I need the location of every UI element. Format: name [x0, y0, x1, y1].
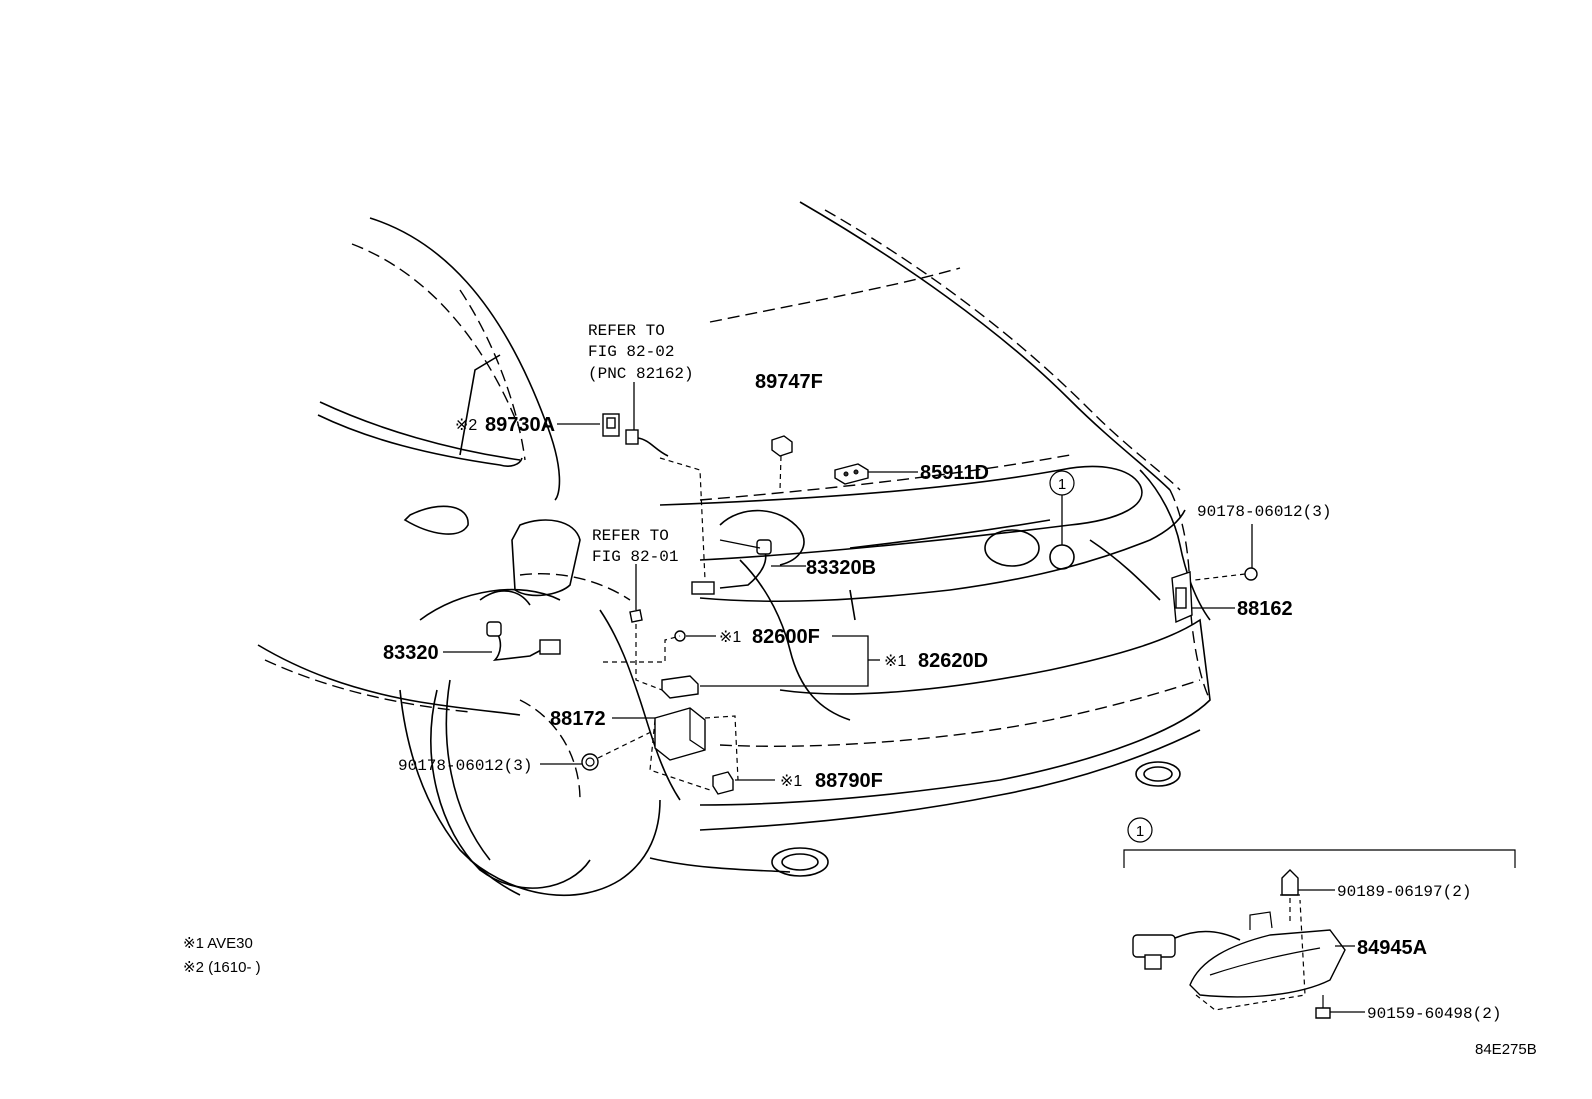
part-89747F-shape	[771, 435, 793, 457]
label-84945A[interactable]: 84945A	[1357, 937, 1427, 959]
label-82620D[interactable]: 82620D	[918, 650, 988, 672]
part-88172-shape	[654, 707, 706, 761]
label-90159[interactable]: 90159-60498(2)	[1367, 1005, 1501, 1023]
callout-detail-ref[interactable]: 1	[1049, 470, 1075, 496]
connector-82162-shape	[625, 429, 669, 457]
label-82620D-mark: ※1	[884, 653, 906, 670]
part-90178-right-shape	[1244, 567, 1258, 581]
callout-circle-shape	[1049, 544, 1075, 570]
part-83320B-shape	[691, 539, 772, 595]
label-82600F-mark: ※1	[719, 629, 741, 646]
part-84945A-shape	[1132, 911, 1346, 998]
label-88790F-mark: ※1	[780, 773, 802, 790]
figure-code: 84E275B	[1475, 1041, 1537, 1058]
label-83320B[interactable]: 83320B	[806, 557, 876, 579]
label-83320[interactable]: 83320	[383, 642, 439, 664]
nut-82-01-shape	[629, 609, 643, 623]
part-85911D-shape	[834, 463, 869, 485]
car-body-outline	[257, 201, 1211, 897]
label-89747F[interactable]: 89747F	[755, 371, 823, 393]
part-82620D-shape	[661, 675, 699, 699]
part-88162-shape	[1171, 571, 1193, 624]
label-85911D[interactable]: 85911D	[920, 462, 989, 484]
label-90178-right[interactable]: 90178-06012(3)	[1197, 503, 1331, 521]
note-date-range: ※2 (1610- )	[183, 959, 261, 976]
label-88790F[interactable]: 88790F	[815, 770, 883, 792]
refer-82-01-line2: FIG 82-01	[592, 548, 678, 566]
detail-frame	[1123, 849, 1516, 868]
note-ave30: ※1 AVE30	[183, 935, 253, 952]
refer-82-02-line1: REFER TO	[588, 322, 665, 340]
label-88162[interactable]: 88162	[1237, 598, 1293, 620]
part-90189-shape	[1280, 869, 1300, 896]
label-90189[interactable]: 90189-06197(2)	[1337, 883, 1471, 901]
label-89730A-mark: ※2	[455, 417, 477, 434]
part-83320-shape	[486, 621, 561, 662]
label-89730A[interactable]: 89730A	[485, 414, 555, 436]
callout-detail-ref-number: 1	[1058, 476, 1066, 493]
refer-82-02-line3: (PNC 82162)	[588, 365, 694, 383]
part-88790F-shape	[712, 771, 734, 795]
callout-detail-header-number: 1	[1136, 823, 1144, 840]
part-89730A-shape	[602, 413, 620, 437]
refer-82-01-line1: REFER TO	[592, 527, 669, 545]
label-90178-left[interactable]: 90178-06012(3)	[398, 757, 532, 775]
leader-lines	[443, 382, 1365, 1013]
callout-detail-header: 1	[1127, 817, 1153, 843]
part-90178-left-shape	[581, 753, 599, 771]
label-88172[interactable]: 88172	[550, 708, 606, 730]
refer-82-02-line2: FIG 82-02	[588, 343, 674, 361]
label-82600F[interactable]: 82600F	[752, 626, 820, 648]
part-90159-shape	[1315, 995, 1331, 1019]
